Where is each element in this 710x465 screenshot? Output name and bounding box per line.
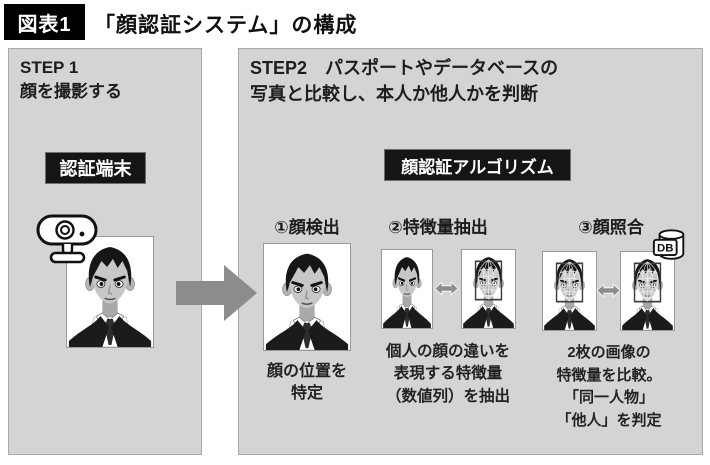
stage2-heading: ②特徴量抽出: [388, 218, 488, 237]
double-headed-arrow-icon: [596, 282, 621, 299]
stage3-heading: ③顔照合: [578, 218, 644, 237]
caption-line: （数値列）を抽出: [385, 387, 510, 405]
authentication-terminal-badge: 認証端末: [45, 152, 146, 184]
right-arrow-icon: [176, 264, 258, 322]
step2-panel: STEP2 パスポートやデータベースの写真と比較し、本人か他人かを判断 顔認証ア…: [238, 48, 703, 455]
caption-line: 「他人」を判定: [556, 411, 662, 429]
figure-title: 「顔認証システム」の構成: [94, 14, 358, 37]
database-icon: DB: [651, 227, 689, 265]
caption-line: 特徴量を比較。: [556, 366, 662, 384]
webcam-icon: [36, 214, 98, 264]
figure-number-tag: 図表1: [4, 4, 85, 40]
stage3-caption: 2枚の画像の 特徴量を比較。 「同一人物」 「他人」を判定: [533, 342, 685, 432]
face-recognition-algorithm-badge: 顔認証アルゴリズム: [384, 149, 571, 181]
stage1-heading: ①顔検出: [274, 218, 340, 237]
step1-heading: STEP 1 顔を撮影する: [20, 56, 122, 104]
stage1-caption: 顔の位置を 特定: [247, 361, 367, 404]
stage3-face-mesh-photo-right: [620, 251, 675, 331]
caption-line: 2枚の画像の: [567, 344, 651, 361]
caption-line: 表現する特徴量: [393, 365, 503, 383]
step2-heading-line2: 写真と比較し、本人か他人かを判断: [250, 83, 538, 104]
step1-heading-line2: 顔を撮影する: [20, 82, 122, 102]
caption-line: 顔の位置を: [266, 363, 347, 380]
caption-line: 特定: [290, 384, 323, 402]
stage2-face-photo: [381, 249, 433, 329]
stage1-face-photo: [263, 243, 351, 351]
caption-line: 個人の顔の違いを: [385, 343, 510, 360]
step2-heading-line1: STEP2 パスポートやデータベースの: [250, 58, 559, 78]
step2-heading: STEP2 パスポートやデータベースの写真と比較し、本人か他人かを判断: [250, 56, 558, 107]
db-label: DB: [657, 243, 673, 255]
double-headed-arrow-icon: [434, 280, 459, 297]
stage2-caption: 個人の顔の違いを 表現する特徴量 （数値列）を抽出: [369, 341, 527, 408]
caption-line: 「同一人物」: [563, 389, 654, 406]
stage2-face-mesh-photo: [461, 249, 516, 329]
stage3-face-mesh-photo-left: [542, 251, 597, 331]
step1-heading-line1: STEP 1: [20, 58, 79, 77]
step1-panel: STEP 1 顔を撮影する 認証端末: [8, 48, 202, 455]
